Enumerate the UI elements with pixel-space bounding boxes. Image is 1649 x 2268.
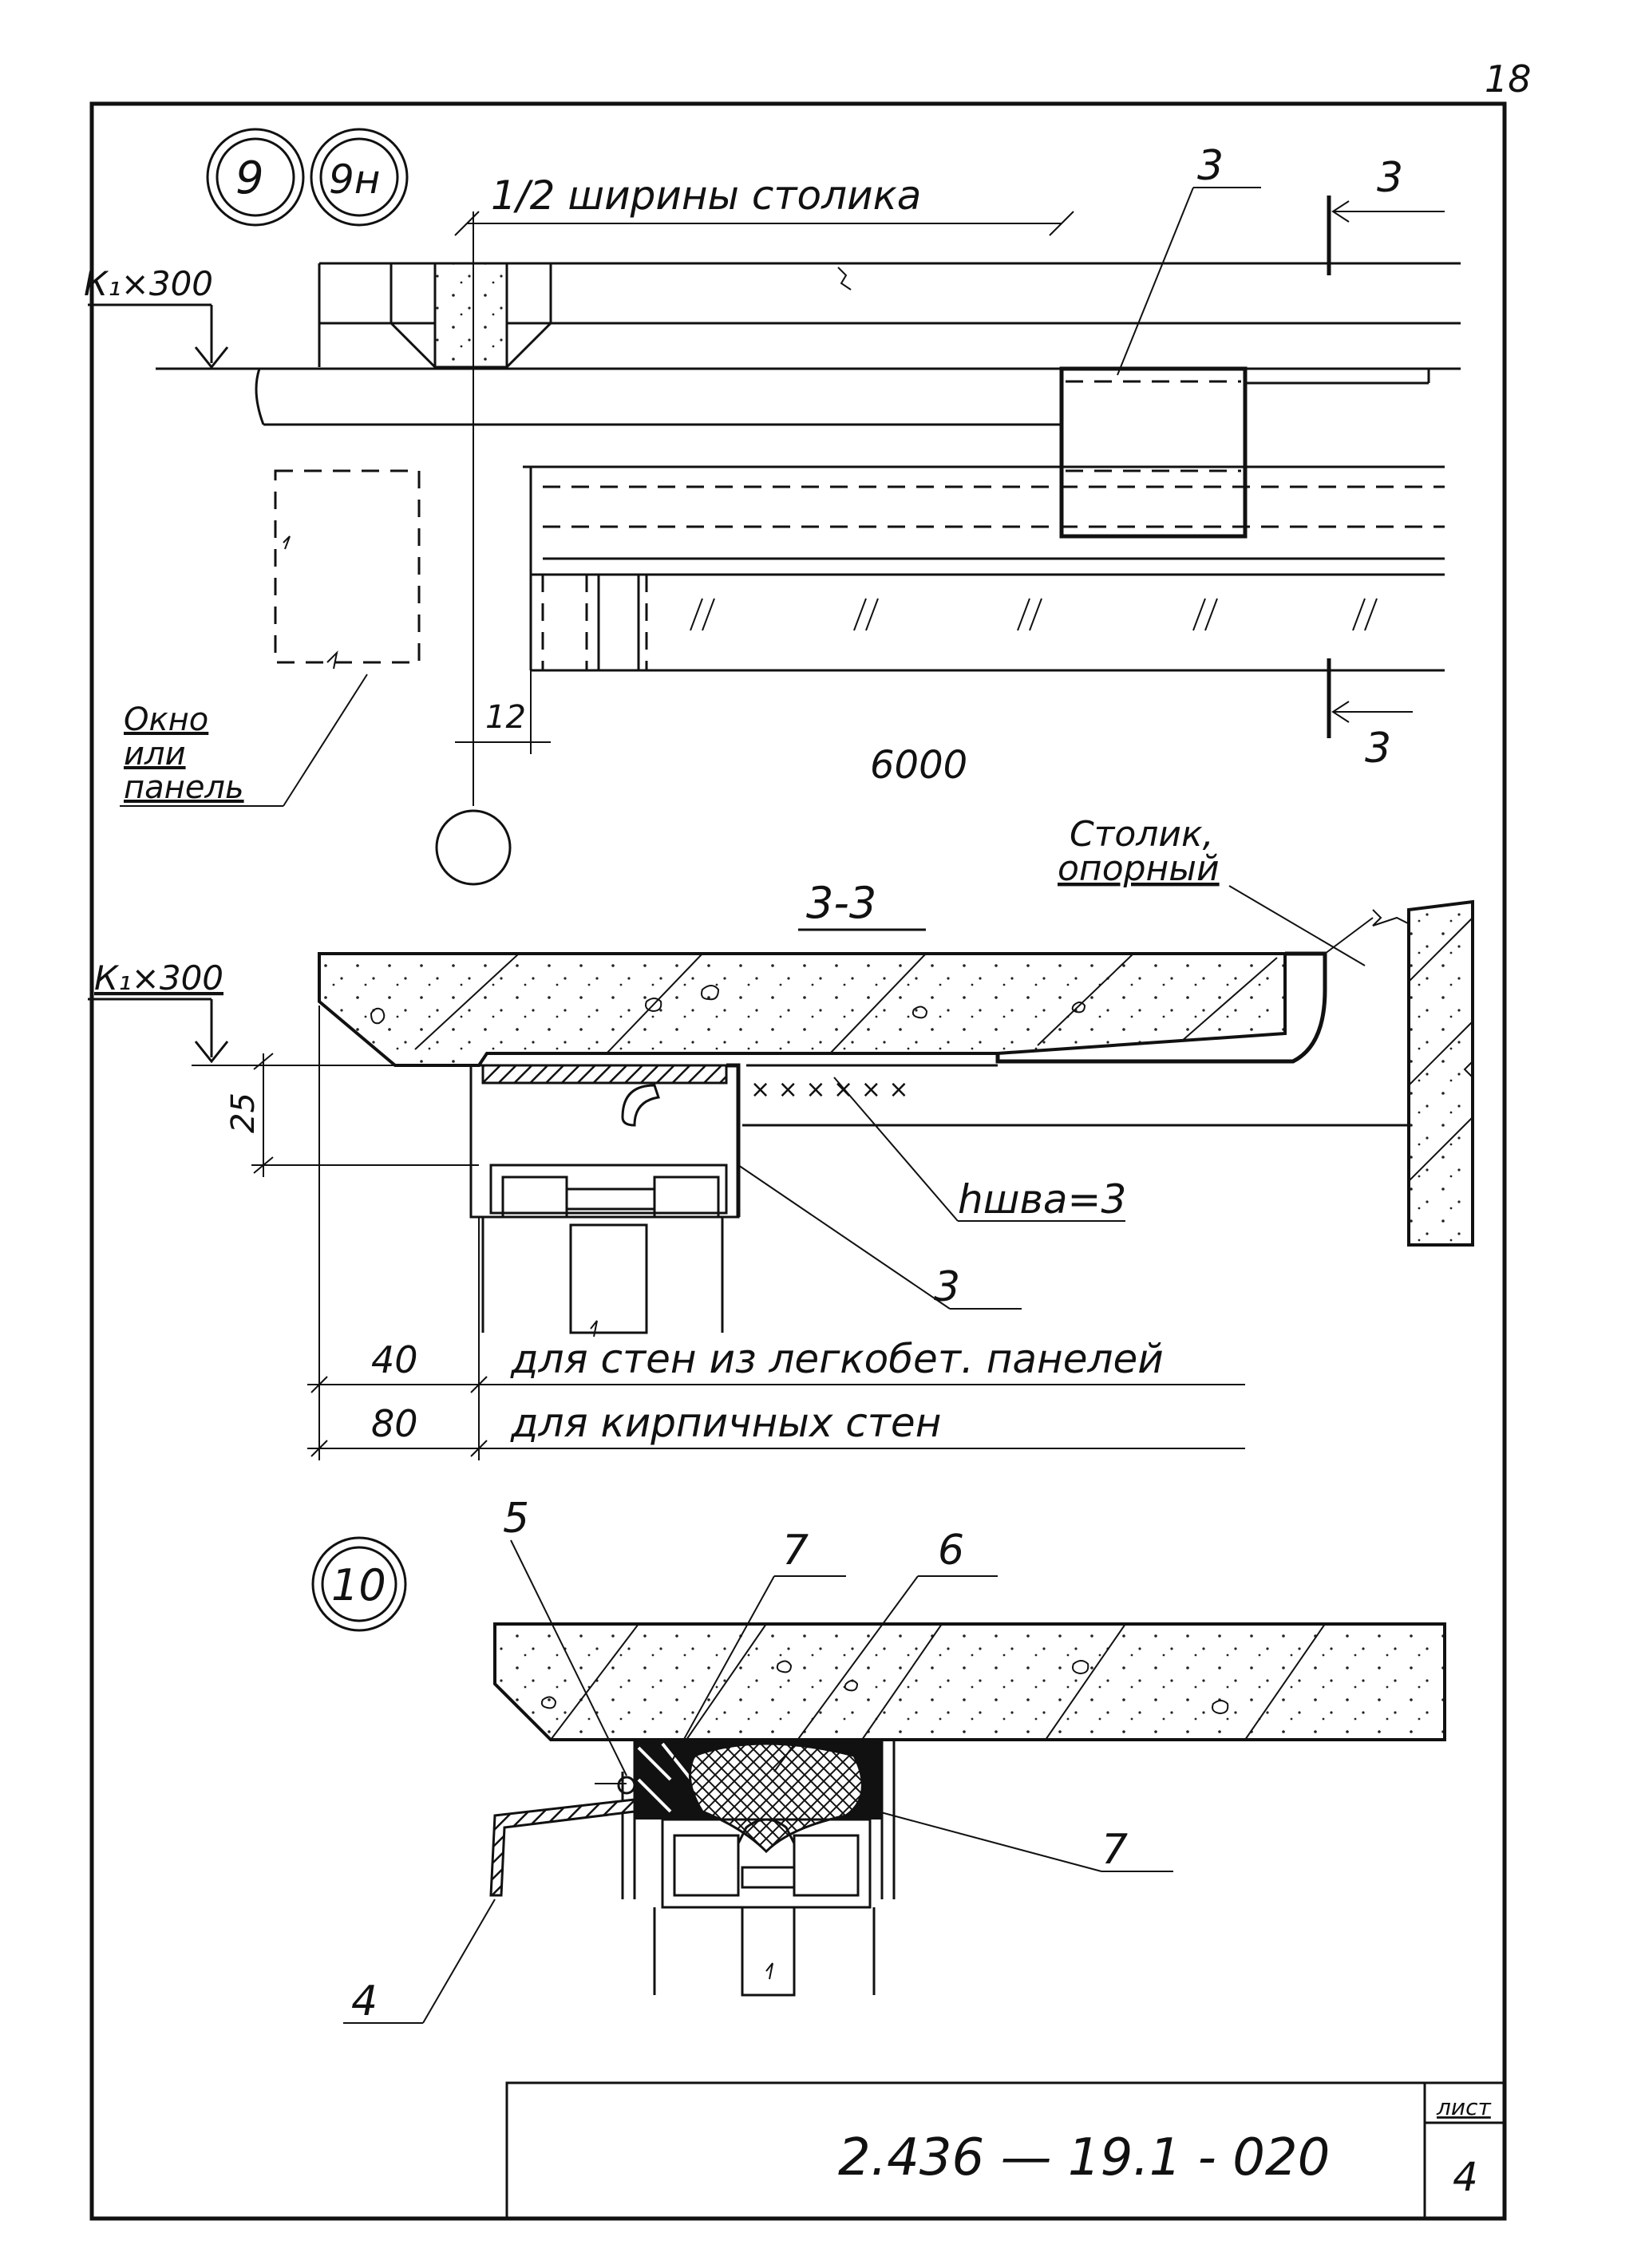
weld-marks: × × × × × × xyxy=(746,1064,998,1104)
section-callout-3: 3 xyxy=(934,1263,960,1311)
dim-25-line xyxy=(251,1053,479,1177)
window-frame-plan xyxy=(523,465,1445,672)
section-mark-bottom xyxy=(1327,658,1413,738)
document-code: 2.436 — 19.1 - 020 xyxy=(838,2128,1330,2187)
dim-80: 80 xyxy=(371,1402,418,1445)
table-label-leader xyxy=(1228,885,1366,966)
page-number: 18 xyxy=(1485,57,1532,101)
weld-leader xyxy=(833,1077,1125,1222)
callout-4-leader xyxy=(343,1899,496,2024)
section-mark-top xyxy=(1327,196,1445,275)
section-mark-top-label: 3 xyxy=(1377,154,1403,202)
node-10-label: 10 xyxy=(331,1560,386,1610)
node-10-marker xyxy=(311,1536,407,1632)
callout-4: 4 xyxy=(351,1978,378,2025)
frame-profile-section xyxy=(469,1063,741,1337)
callout-7-right: 7 xyxy=(1101,1826,1128,1874)
wall-line xyxy=(156,367,1461,426)
window-panel-outline xyxy=(274,469,421,670)
callout-5: 5 xyxy=(503,1495,529,1543)
callout-3: 3 xyxy=(1197,142,1224,190)
axis-line xyxy=(435,211,512,886)
callout-5-leader xyxy=(510,1539,627,1784)
dim-6000: 6000 xyxy=(870,743,967,788)
callout-6-leader xyxy=(773,1575,998,1772)
sheet-number: 4 xyxy=(1453,2154,1478,2200)
level-mark-top xyxy=(88,303,229,369)
joint-seal xyxy=(617,1740,896,1899)
sheet-label: лист xyxy=(1436,2094,1491,2120)
dim-12: 12 xyxy=(485,699,526,736)
callout-7-top: 7 xyxy=(782,1527,809,1575)
support-table-plan xyxy=(1059,366,1430,539)
weld-label: hшва=3 xyxy=(958,1176,1126,1223)
sheet-frame xyxy=(89,101,1507,2221)
window-label-leader xyxy=(120,674,368,807)
callout-7-right-leader xyxy=(877,1811,1173,1872)
level-mark-top-label: К₁×300 xyxy=(84,264,213,303)
dim-40: 40 xyxy=(371,1338,418,1381)
section-mark-bottom-label: 3 xyxy=(1365,725,1391,772)
node-9-label: 9 xyxy=(235,152,264,204)
slab-section xyxy=(318,952,1287,1067)
note-80: для кирпичных стен xyxy=(510,1400,941,1446)
callout-6: 6 xyxy=(938,1527,964,1575)
dim-40-80-lines xyxy=(307,1006,1245,1460)
slab-plan xyxy=(318,262,1461,369)
callout-3-leader xyxy=(1117,187,1261,376)
dim-12-line xyxy=(455,670,551,754)
note-40: для стен из легкобет. панелей xyxy=(510,1336,1164,1382)
callout-7-top-leader xyxy=(670,1575,846,1764)
level-mark-section xyxy=(88,998,487,1066)
dim-half-width-line xyxy=(454,211,1074,236)
table-label-line-2: опорный xyxy=(1058,848,1220,889)
window-label-line-1: Окно xyxy=(124,701,208,738)
dim-25: 25 xyxy=(225,1093,262,1133)
dim-half-width: 1/2 ширины столика xyxy=(491,172,921,219)
section-callout-3-leader xyxy=(738,1164,1022,1310)
frame-profile-node-10 xyxy=(653,1818,876,1997)
table-label-line-1: Столик, xyxy=(1070,814,1214,855)
title-block xyxy=(505,2081,1506,2220)
window-label-line-3: панель xyxy=(124,769,244,806)
level-mark-section-label: К₁×300 xyxy=(94,958,223,998)
node-9n-label: 9н xyxy=(329,156,381,203)
node-9-marker xyxy=(206,128,409,227)
slab-node-10 xyxy=(493,1622,1446,1741)
flashing-profile xyxy=(489,1798,636,1897)
svg-text:× × × × × ×: × × × × × × xyxy=(750,1076,909,1104)
section-3-3-title: 3-3 xyxy=(806,878,876,928)
window-label-line-2: или xyxy=(124,736,186,772)
wall-section xyxy=(1407,899,1474,1247)
